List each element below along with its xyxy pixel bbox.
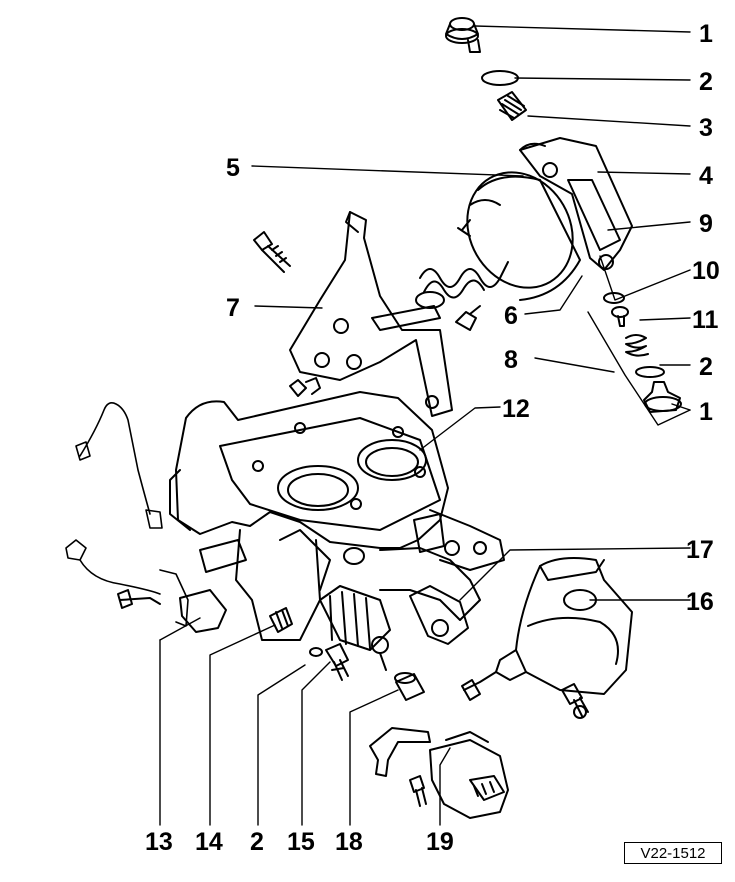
valve-pin-10 <box>611 306 629 327</box>
wire-harness-upper <box>75 402 163 529</box>
o-ring-2-top <box>481 70 519 86</box>
valve-housing-4 <box>519 137 633 271</box>
o-ring-9 <box>603 292 625 304</box>
callout-5: 5 <box>226 154 240 182</box>
callout-2-lower: 2 <box>250 828 264 856</box>
screw-19 <box>409 775 427 807</box>
callout-13: 13 <box>145 828 173 856</box>
sensor-13 <box>117 589 227 633</box>
spring-11 <box>625 334 649 357</box>
small-screw <box>455 305 481 331</box>
figure-reference-code: V22-1512 <box>624 842 722 864</box>
callout-6: 6 <box>504 302 518 330</box>
callout-2-top: 2 <box>699 68 713 96</box>
sleeve-18 <box>394 672 425 701</box>
cap-1-top <box>445 17 481 53</box>
callout-11: 11 <box>692 306 719 334</box>
callout-1-right: 1 <box>699 398 713 426</box>
callout-2-right: 2 <box>699 353 713 381</box>
callout-9: 9 <box>699 210 713 238</box>
callout-7: 7 <box>226 294 240 322</box>
throttle-body <box>169 391 505 641</box>
small-nuts <box>289 377 321 397</box>
callout-8: 8 <box>504 346 518 374</box>
o-ring-2-lower <box>309 647 323 657</box>
wire-harness-lower <box>65 539 189 627</box>
callout-10: 10 <box>692 257 720 285</box>
bolt-left <box>253 231 291 273</box>
callout-16: 16 <box>686 588 714 616</box>
callout-14: 14 <box>195 828 223 856</box>
callout-1-top: 1 <box>699 20 713 48</box>
cap-1-right <box>643 381 682 413</box>
vacuum-unit-16 <box>461 557 633 701</box>
screw-14 <box>269 607 293 633</box>
callout-19: 19 <box>426 828 454 856</box>
leader-lines <box>159 25 691 826</box>
spring-6 <box>419 261 509 299</box>
callout-18: 18 <box>335 828 363 856</box>
lever-assembly <box>409 585 469 645</box>
throttle-shaft-bellows <box>319 585 391 671</box>
callout-labels: 1 2 3 4 5 9 10 7 6 11 8 2 1 12 17 16 13 … <box>145 20 720 856</box>
filter-screen-3 <box>497 91 527 121</box>
callout-15: 15 <box>287 828 315 856</box>
screw-right <box>561 683 589 719</box>
bracket-7 <box>289 211 453 417</box>
callout-12: 12 <box>502 395 530 423</box>
callout-4: 4 <box>699 162 713 190</box>
o-ring-2-right <box>635 366 665 378</box>
callout-17: 17 <box>686 536 714 564</box>
throttle-sensor-19 <box>429 731 509 819</box>
callout-3: 3 <box>699 114 713 142</box>
diaphragm-housing-5 <box>457 171 581 301</box>
screw-15 <box>325 643 349 681</box>
diaphragm-plunger <box>371 291 445 331</box>
bracket-small <box>369 727 431 777</box>
